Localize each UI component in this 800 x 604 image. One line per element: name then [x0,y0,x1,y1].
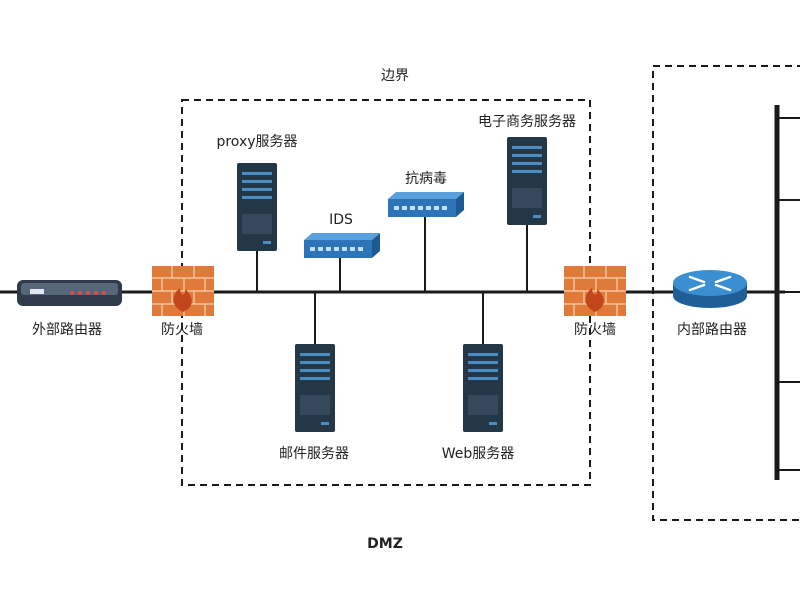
external-router-label: 外部路由器 [32,322,102,338]
proxy-server-label: proxy服务器 [216,134,297,150]
dmz-label: DMZ [367,536,403,552]
internal-bus-stubs [777,117,800,471]
antivirus-label: 抗病毒 [405,171,447,187]
ids-switch-icon [304,233,380,258]
web-server-label: Web服务器 [442,446,515,462]
ids-label: IDS [329,212,353,228]
proxy-server-icon [237,163,277,251]
ecommerce-server-icon [507,137,547,225]
ecommerce-server-label: 电子商务服务器 [478,114,576,130]
boundary-label: 边界 [381,68,409,84]
firewall-right-icon [564,266,626,316]
web-server-icon [463,344,503,432]
mail-server-icon [295,344,335,432]
firewall-left-icon [152,266,214,316]
mail-server-label: 邮件服务器 [279,446,349,462]
internal-router-label: 内部路由器 [677,322,747,338]
firewall-left-label: 防火墙 [161,322,203,338]
internal-router-icon [673,270,747,308]
firewall-right-label: 防火墙 [574,322,616,338]
external-router-icon [17,280,122,306]
antivirus-switch-icon [388,192,464,217]
